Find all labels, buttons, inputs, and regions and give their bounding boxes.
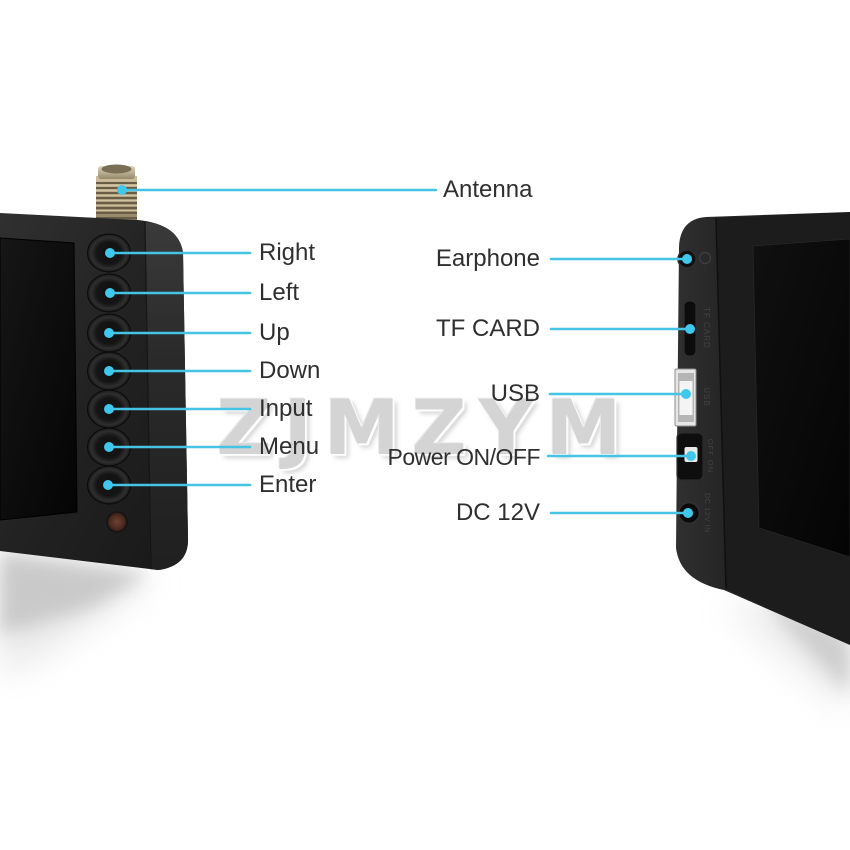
- antenna-cap-top: [101, 164, 132, 174]
- dot-antenna: [117, 185, 127, 195]
- dot-earphone: [682, 254, 692, 264]
- dot-tf-card: [685, 324, 695, 334]
- callout-lines: [106, 188, 693, 515]
- callout-label-down: Down: [259, 357, 321, 384]
- callout-label-right: Right: [259, 239, 316, 266]
- callout-label-input: Input: [259, 395, 313, 422]
- side-view-device: TF CARD USB OFF ON DC 12V IN: [674, 212, 850, 645]
- side-device-screen: [752, 238, 850, 558]
- callout-label-menu: Menu: [259, 433, 320, 460]
- callout-dots: [103, 185, 696, 518]
- front-view-device: [0, 164, 189, 570]
- callout-label-antenna: Antenna: [443, 176, 533, 203]
- tf-card-engraving: TF CARD: [702, 307, 711, 349]
- antenna-thread-lines: [96, 182, 137, 219]
- antenna-connector: [96, 164, 137, 224]
- callout-label-earphone: Earphone: [435, 245, 540, 272]
- callout-label-power: Power ON/OFF: [387, 444, 541, 470]
- dot-dc: [683, 508, 693, 518]
- dot-menu: [104, 442, 114, 452]
- dot-input: [104, 404, 114, 414]
- right-device-shadow: [764, 597, 850, 695]
- dot-usb: [681, 389, 691, 399]
- dot-left: [105, 288, 115, 298]
- right-device-shadow-far: [735, 592, 850, 715]
- front-device-seam: [144, 221, 152, 570]
- dot-up: [104, 328, 114, 338]
- callout-label-left: Left: [259, 279, 300, 306]
- power-engraving: OFF ON: [706, 439, 715, 473]
- side-device-seam: [715, 217, 727, 590]
- front-device-side-face: [145, 222, 189, 570]
- dc-engraving: DC 12V IN: [703, 493, 712, 533]
- front-device-screen: [0, 237, 78, 521]
- headphone-engraving-icon: [698, 251, 712, 265]
- dot-enter: [103, 480, 113, 490]
- left-device-shadow: [0, 552, 150, 635]
- dot-power: [686, 451, 696, 461]
- dot-down: [104, 366, 114, 376]
- callout-label-tf-card: TF CARD: [436, 315, 540, 342]
- callout-label-usb: USB: [490, 380, 540, 407]
- callout-label-dc: DC 12V: [455, 499, 540, 526]
- power-led: [106, 511, 128, 533]
- usb-engraving: USB: [702, 387, 711, 406]
- callout-label-up: Up: [259, 319, 290, 346]
- callout-label-enter: Enter: [259, 471, 317, 498]
- antenna-thread-highlights: [96, 185, 137, 211]
- dot-right: [105, 248, 115, 258]
